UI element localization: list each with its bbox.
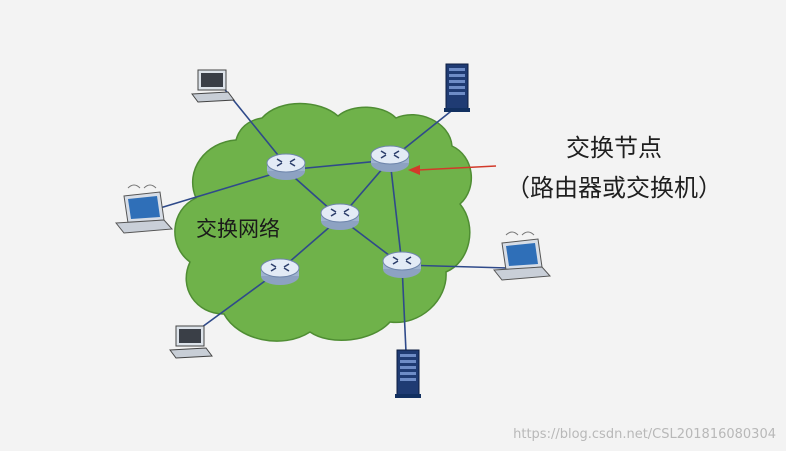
router-icon (382, 251, 422, 279)
router-node-lower-left (260, 258, 300, 286)
node-label-title: 交换节点 (566, 134, 662, 162)
watermark: https://blog.csdn.net/CSL201816080304 (513, 427, 776, 442)
cloud-label: 交换网络 (196, 217, 280, 241)
laptop-host-left (115, 184, 173, 234)
laptop-host-right (493, 231, 551, 281)
router-icon (266, 153, 306, 181)
server-host-top-right (443, 63, 471, 113)
router-node-center (320, 203, 360, 231)
node-label-subtitle: （路由器或交换机） (506, 174, 722, 202)
router-icon (320, 203, 360, 231)
router-node-lower-right (382, 251, 422, 279)
laptop-icon (493, 231, 551, 281)
router-node-upper-right (370, 145, 410, 173)
server-tower-icon (394, 349, 422, 399)
desktop-host-bottom-left (169, 325, 213, 359)
router-icon (260, 258, 300, 286)
router-icon (370, 145, 410, 173)
laptop-icon (115, 184, 173, 234)
desktop-host-top-left (191, 69, 235, 103)
desktop-computer-icon (191, 69, 235, 103)
server-host-bottom (394, 349, 422, 399)
router-node-upper-left (266, 153, 306, 181)
server-tower-icon (443, 63, 471, 113)
node-annotation-arrow (408, 165, 497, 175)
desktop-computer-icon (169, 325, 213, 359)
